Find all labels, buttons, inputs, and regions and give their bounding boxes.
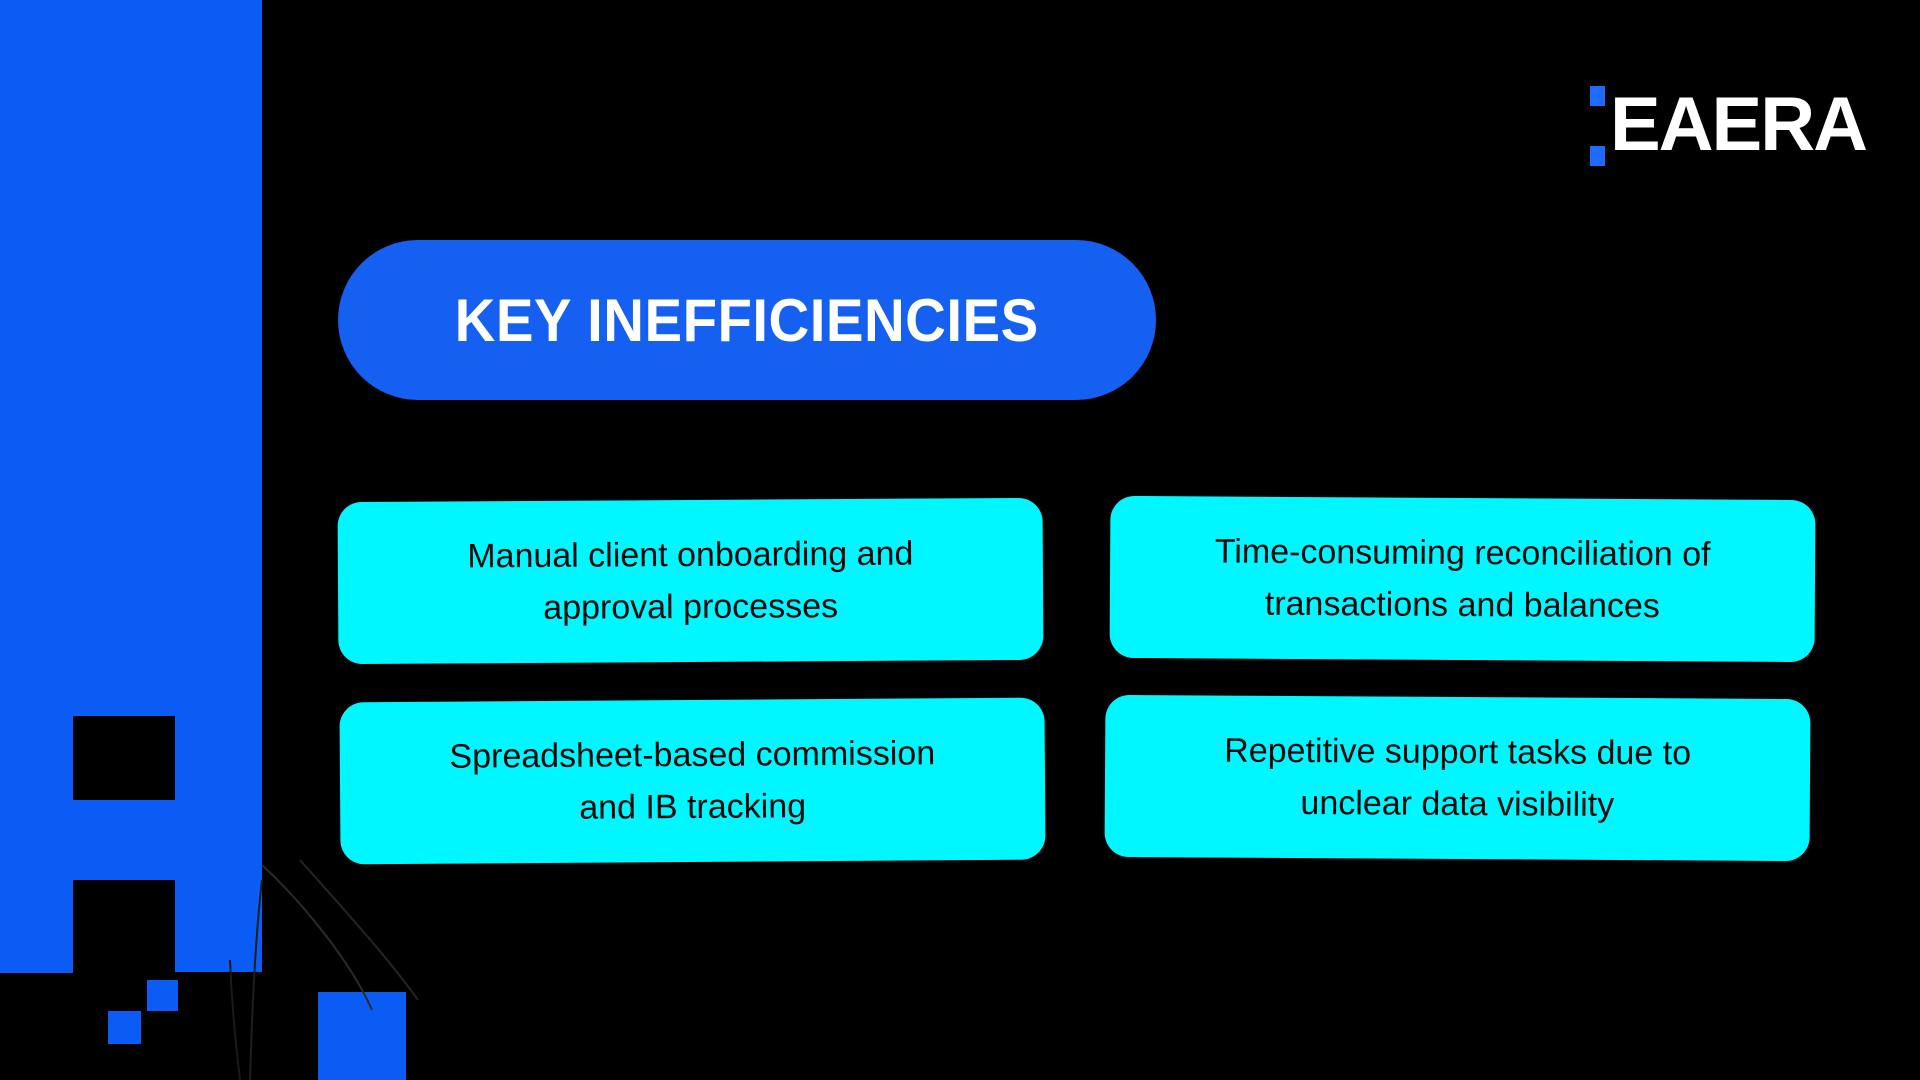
decor-block-small-a bbox=[147, 980, 178, 1011]
inefficiency-card-2-text: Time-consuming reconciliation of transac… bbox=[1214, 532, 1711, 626]
inefficiency-card-4[interactable]: Repetitive support tasks due to unclear … bbox=[1104, 694, 1811, 862]
decor-block-right-lower bbox=[175, 880, 262, 972]
inefficiency-card-3-text: Spreadsheet-based commission and IB trac… bbox=[449, 734, 936, 827]
section-title-pill: KEY INEFFICIENCIES bbox=[338, 240, 1156, 400]
inefficiency-card-2[interactable]: Time-consuming reconciliation of transac… bbox=[1109, 495, 1816, 663]
decor-block-left-lower bbox=[0, 880, 73, 973]
decor-notch-upper bbox=[73, 716, 175, 800]
inefficiency-card-1[interactable]: Manual client onboarding and approval pr… bbox=[337, 497, 1044, 665]
page-title: KEY INEFFICIENCIES bbox=[454, 286, 1040, 354]
inefficiency-card-1-text: Manual client onboarding and approval pr… bbox=[467, 534, 914, 627]
decor-block-center bbox=[83, 800, 167, 880]
inefficiency-card-4-text: Repetitive support tasks due to unclear … bbox=[1224, 731, 1692, 824]
logo-dots-icon bbox=[1589, 82, 1606, 168]
logo-dot-top-icon bbox=[1589, 86, 1605, 106]
logo-dot-bottom-icon bbox=[1589, 146, 1605, 166]
logo-wordmark: EAERA bbox=[1609, 82, 1868, 167]
decor-block-detached bbox=[318, 992, 406, 1080]
inefficiency-card-3[interactable]: Spreadsheet-based commission and IB trac… bbox=[339, 697, 1046, 865]
decor-block-small-b bbox=[108, 1011, 141, 1044]
brand-logo: EAERA bbox=[1589, 82, 1868, 168]
